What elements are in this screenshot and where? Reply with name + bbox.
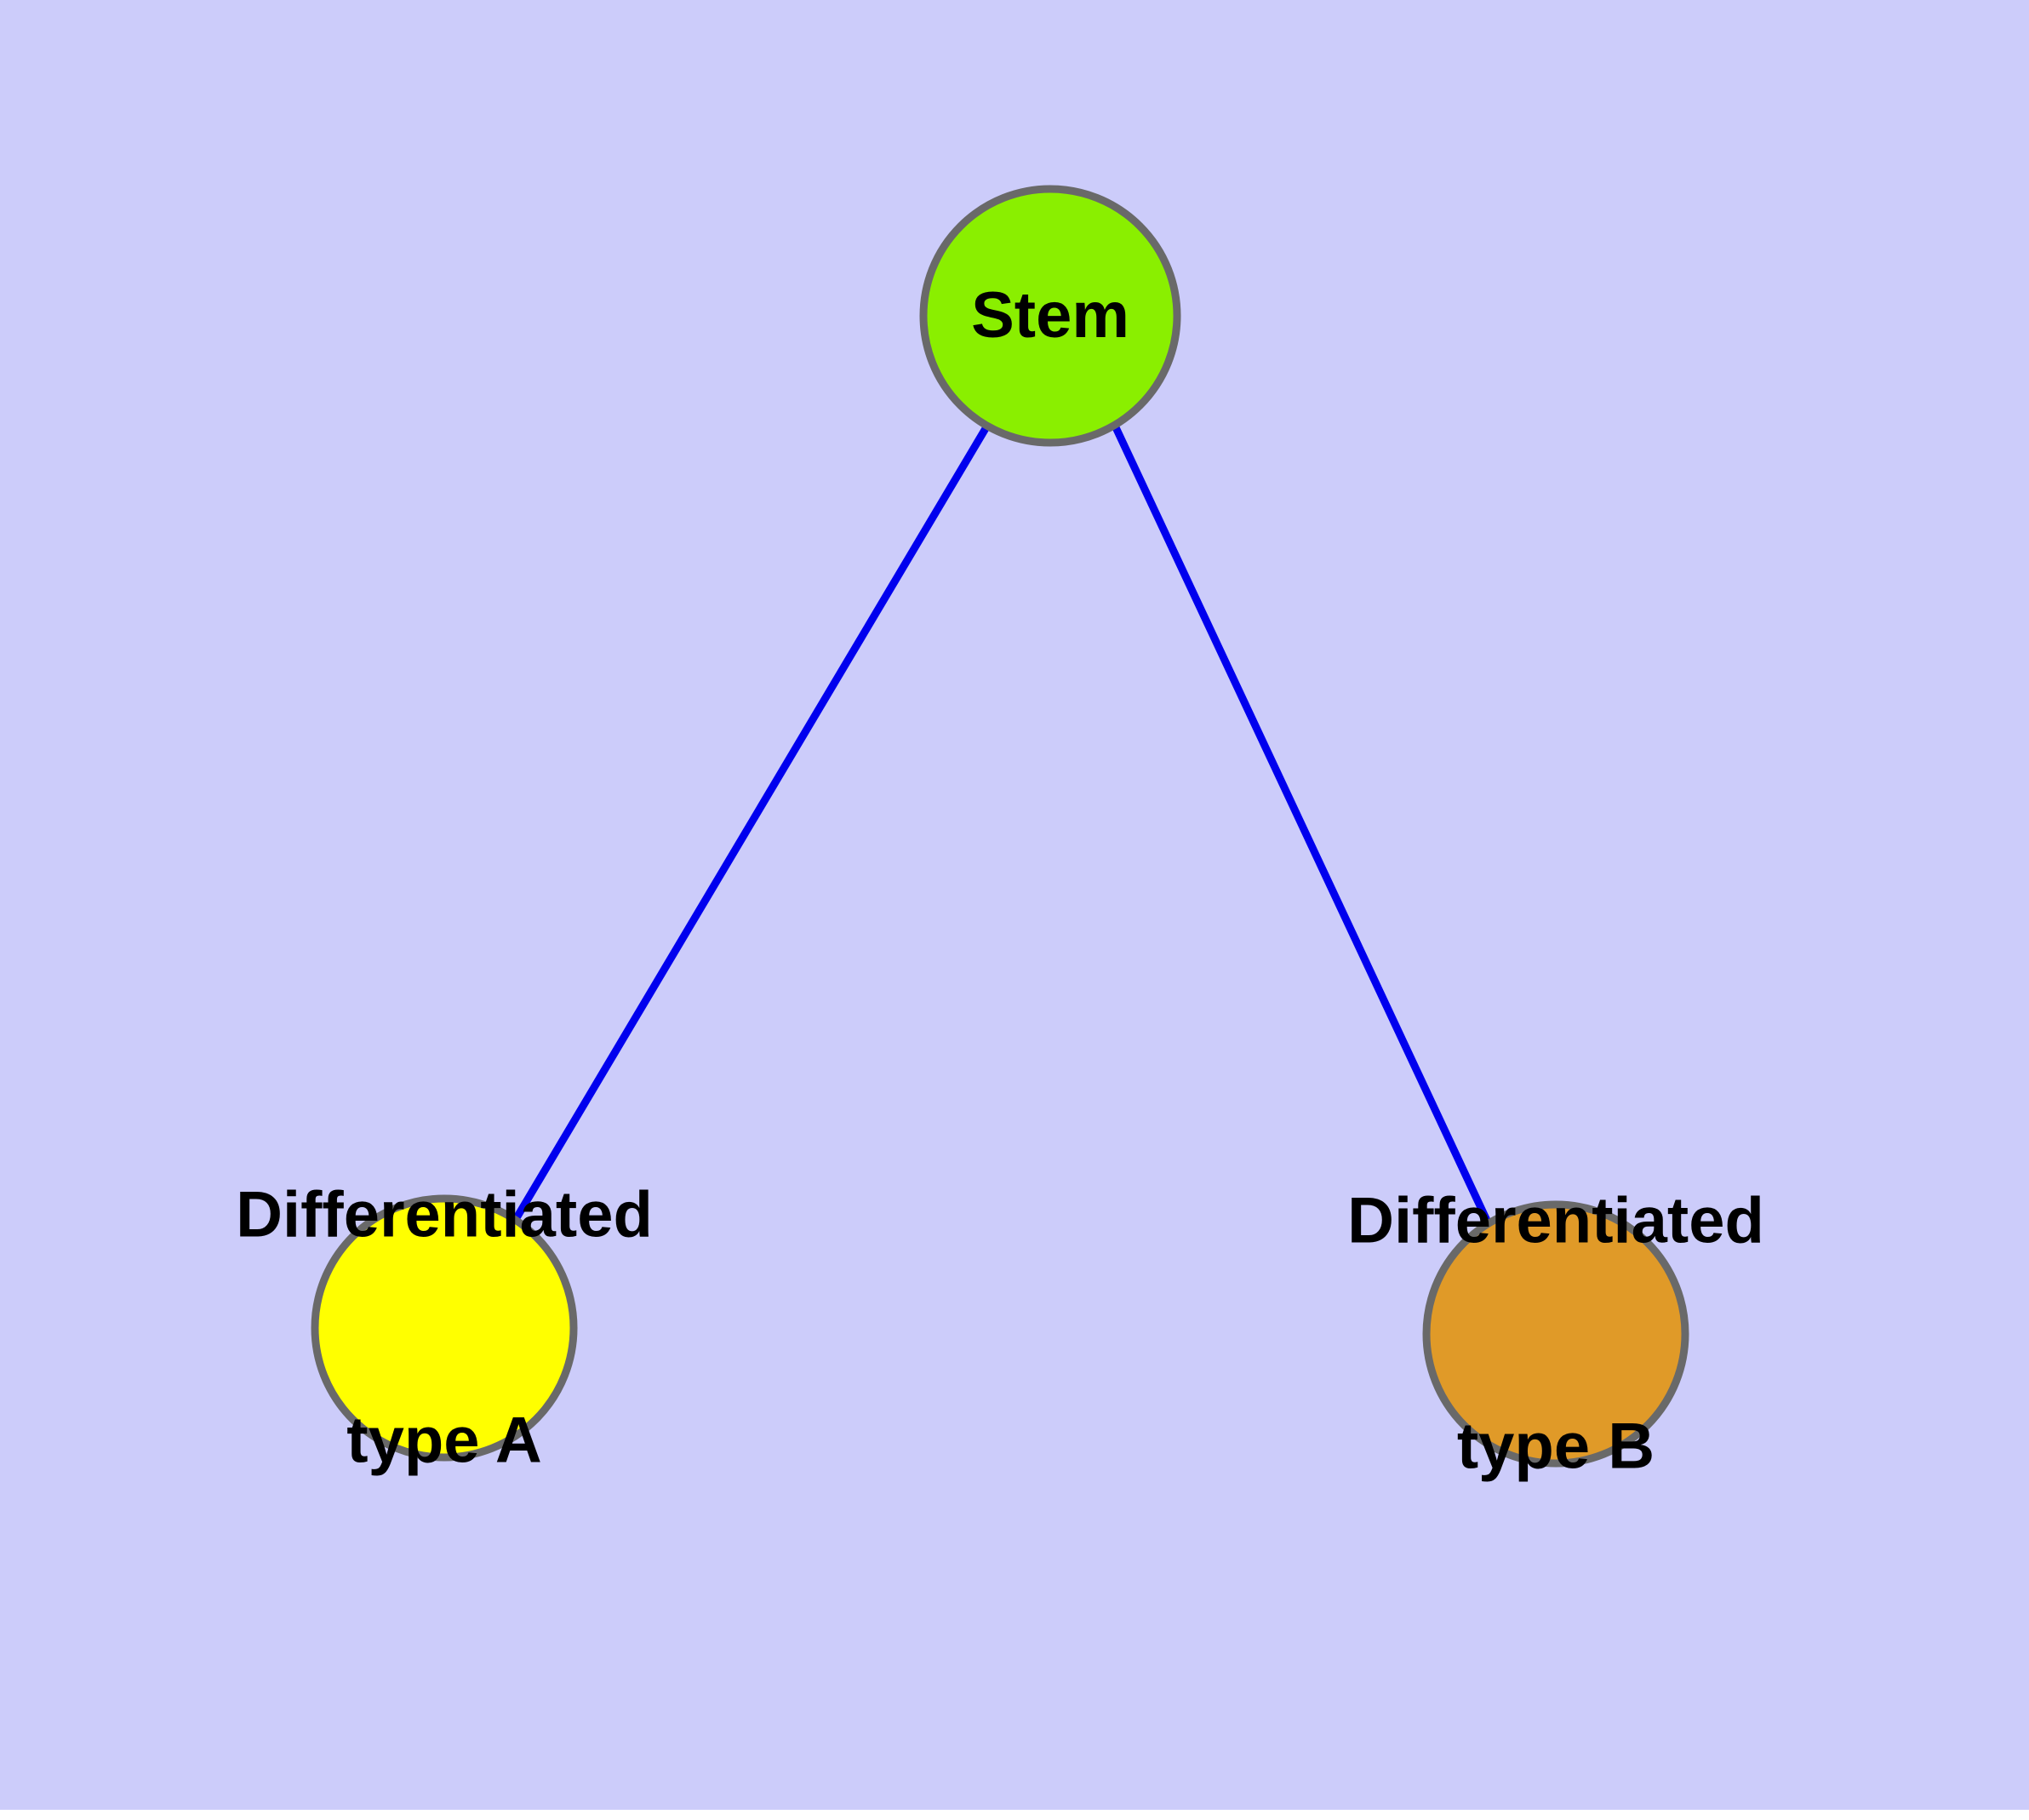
edge-layer bbox=[512, 423, 1494, 1228]
node-stem[interactable] bbox=[919, 185, 1181, 447]
node-layer bbox=[311, 185, 1689, 1468]
edge-stem-to-differentiated-type-a[interactable] bbox=[512, 423, 991, 1223]
edge-stem-to-differentiated-type-b[interactable] bbox=[1111, 424, 1494, 1228]
node-differentiated-type-b[interactable] bbox=[1422, 1200, 1689, 1468]
node-differentiated-type-a[interactable] bbox=[311, 1194, 578, 1462]
